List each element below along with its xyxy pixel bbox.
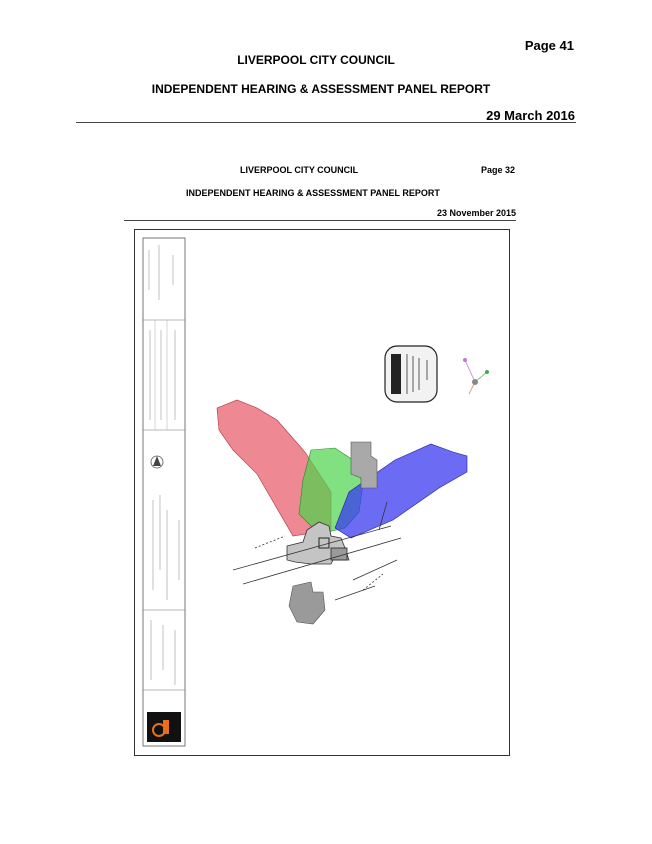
- embedded-header-divider: [124, 220, 516, 221]
- embedded-report-title: INDEPENDENT HEARING & ASSESSMENT PANEL R…: [186, 188, 440, 198]
- approval-stamp: [384, 345, 438, 403]
- drawing-frame: [134, 229, 510, 756]
- road-lines: [232, 501, 402, 601]
- blue-shadow-area: [334, 443, 468, 539]
- page-number: Page 41: [524, 38, 574, 53]
- embedded-council-name: LIVERPOOL CITY COUNCIL: [240, 165, 359, 175]
- council-name: LIVERPOOL CITY COUNCIL: [237, 53, 395, 67]
- embedded-page-number: Page 32: [481, 165, 516, 175]
- report-title: INDEPENDENT HEARING & ASSESSMENT PANEL R…: [151, 82, 491, 96]
- report-date: 29 March 2016: [486, 108, 575, 123]
- embedded-report-date: 23 November 2015: [436, 208, 516, 218]
- header-divider: [76, 122, 576, 123]
- adjoining-building: [350, 441, 378, 489]
- neighbour-building: [288, 581, 326, 625]
- title-block: [142, 237, 186, 747]
- north-arrow-icon: [463, 358, 489, 395]
- shadow-diagram-drawing: [142, 237, 489, 747]
